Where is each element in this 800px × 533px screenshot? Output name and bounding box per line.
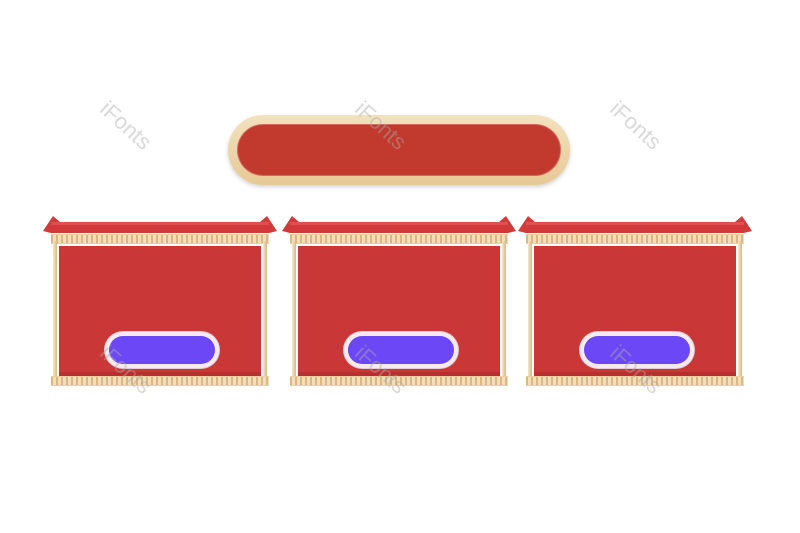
panel-bottom-trim — [526, 376, 744, 386]
panel-top-trim — [526, 234, 744, 244]
panel-right-post — [502, 241, 506, 383]
panel-button-fill — [109, 336, 215, 364]
title-banner — [228, 115, 570, 185]
panel-right-post — [263, 241, 267, 383]
panel-button-fill — [348, 336, 454, 364]
panel-left-post — [53, 241, 57, 383]
panel-top-trim — [51, 234, 269, 244]
panel-button[interactable] — [344, 332, 458, 368]
panel-right-post — [738, 241, 742, 383]
panel-button[interactable] — [580, 332, 694, 368]
panel-bottom-trim — [51, 376, 269, 386]
title-banner-fill — [237, 124, 561, 176]
panel-button-fill — [584, 336, 690, 364]
panel-button[interactable] — [105, 332, 219, 368]
panel-1 — [43, 210, 277, 390]
panel-3 — [518, 210, 752, 390]
panel-roof — [43, 216, 277, 233]
panel-left-post — [528, 241, 532, 383]
panel-left-post — [292, 241, 296, 383]
panel-top-trim — [290, 234, 508, 244]
watermark: iFonts — [605, 96, 667, 155]
panel-bottom-trim — [290, 376, 508, 386]
panel-roof — [282, 216, 516, 233]
panel-roof — [518, 216, 752, 233]
watermark: iFonts — [95, 96, 157, 155]
panel-2 — [282, 210, 516, 390]
